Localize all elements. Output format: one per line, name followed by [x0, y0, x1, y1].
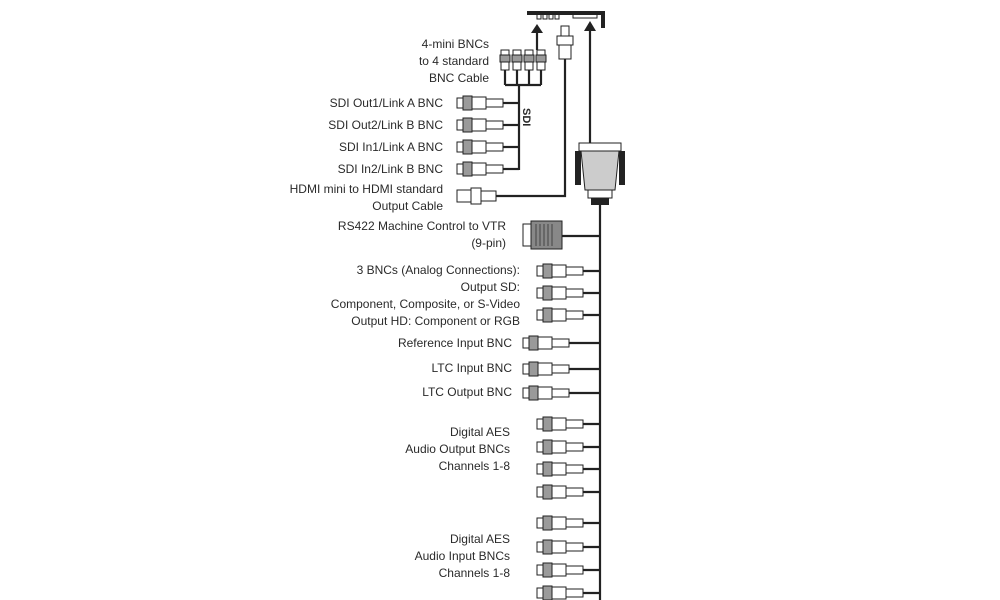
- rs422-label: (9-pin): [471, 236, 506, 250]
- bnc-connector: [456, 117, 519, 133]
- bnc-connector: [536, 307, 600, 323]
- bnc-connector: [536, 539, 600, 555]
- aes-output-label: Digital AES: [450, 425, 510, 439]
- mini-bnc-connector: [535, 49, 547, 85]
- aes-output-label: Channels 1-8: [439, 459, 511, 473]
- analog-bnc-label: Output HD: Component or RGB: [351, 314, 520, 328]
- bnc-connector: [536, 416, 600, 432]
- ltc-input-label: LTC Input BNC: [432, 361, 513, 375]
- bnc-connector: [522, 385, 600, 401]
- aes-output-label: Audio Output BNCs: [405, 442, 510, 456]
- analog-bnc-label: Output SD:: [461, 280, 520, 294]
- aes-input-label: Audio Input BNCs: [415, 549, 510, 563]
- rs422-connector: [522, 220, 600, 250]
- bnc-connector: [456, 95, 519, 111]
- bnc-connector: [536, 439, 600, 455]
- mini-bnc-connector: [499, 49, 511, 85]
- bnc-connector: [456, 161, 519, 177]
- bnc-connector: [456, 139, 519, 155]
- arrow-up-icon: [531, 24, 543, 50]
- hdmi-cable-label: HDMI mini to HDMI standard: [290, 182, 443, 196]
- sdi-bnc-label: SDI In1/Link A BNC: [339, 140, 443, 154]
- sdi-bnc-label: SDI Out1/Link A BNC: [330, 96, 444, 110]
- analog-bnc-label: 3 BNCs (Analog Connections):: [357, 263, 520, 277]
- pci-card: [527, 11, 605, 28]
- sdi-bnc-label: SDI Out2/Link B BNC: [328, 118, 443, 132]
- bnc-connector: [536, 484, 600, 500]
- rs422-label: RS422 Machine Control to VTR: [338, 219, 506, 233]
- ltc-output-label: LTC Output BNC: [422, 385, 512, 399]
- db-connector: [575, 142, 625, 205]
- hdmi-mini-plug: [496, 25, 574, 198]
- arrow-up-icon: [584, 21, 596, 143]
- analog-bnc-label: Component, Composite, or S-Video: [331, 297, 521, 311]
- sdi-bnc-label: SDI In2/Link B BNC: [338, 162, 444, 176]
- mini-bnc-label: 4-mini BNCs: [422, 37, 489, 51]
- bnc-connector: [536, 562, 600, 578]
- bnc-connector: [522, 335, 600, 351]
- bnc-connector: [536, 585, 600, 600]
- hdmi-cable-label: Output Cable: [372, 199, 443, 213]
- bnc-connector: [536, 285, 600, 301]
- mini-bnc-bus: [505, 83, 541, 170]
- aes-input-label: Digital AES: [450, 532, 510, 546]
- sdi-group-label: SDI: [520, 108, 532, 126]
- bnc-connector: [536, 263, 600, 279]
- mini-bnc-label: BNC Cable: [429, 71, 489, 85]
- reference-input-label: Reference Input BNC: [398, 336, 512, 350]
- mini-bnc-connector: [523, 49, 535, 85]
- bnc-connector: [522, 361, 600, 377]
- bnc-connector: [536, 515, 600, 531]
- bnc-connector: [536, 461, 600, 477]
- mini-bnc-label: to 4 standard: [419, 54, 489, 68]
- mini-bnc-connector: [511, 49, 523, 85]
- hdmi-standard-plug: [456, 187, 497, 205]
- aes-input-label: Channels 1-8: [439, 566, 511, 580]
